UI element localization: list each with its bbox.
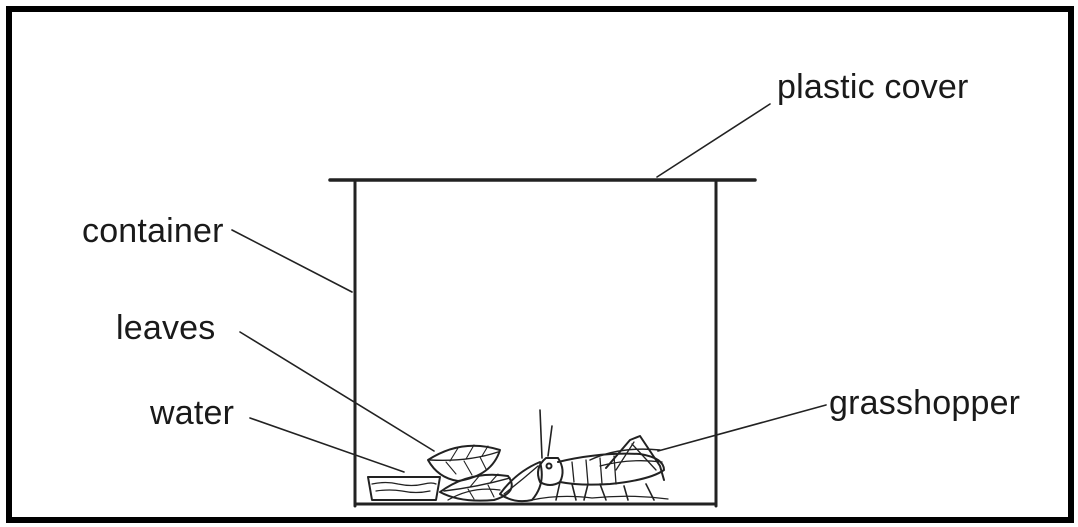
leader-leaves [239,331,435,452]
leader-grasshopper [657,404,827,452]
leader-lines [231,103,827,473]
label-plastic-cover: plastic cover [777,68,969,106]
label-water: water [150,394,235,432]
leader-plastic-cover [656,103,771,178]
leader-water [249,417,405,473]
label-container: container [82,212,224,250]
label-leaves: leaves [116,309,216,347]
container-walls [353,180,718,508]
leader-container [231,229,353,293]
diagram-frame [6,6,1074,523]
label-grasshopper: grasshopper [829,384,1021,422]
grasshopper-drawing [531,409,669,501]
water-dish [367,476,441,501]
leaves-drawing [427,444,543,503]
